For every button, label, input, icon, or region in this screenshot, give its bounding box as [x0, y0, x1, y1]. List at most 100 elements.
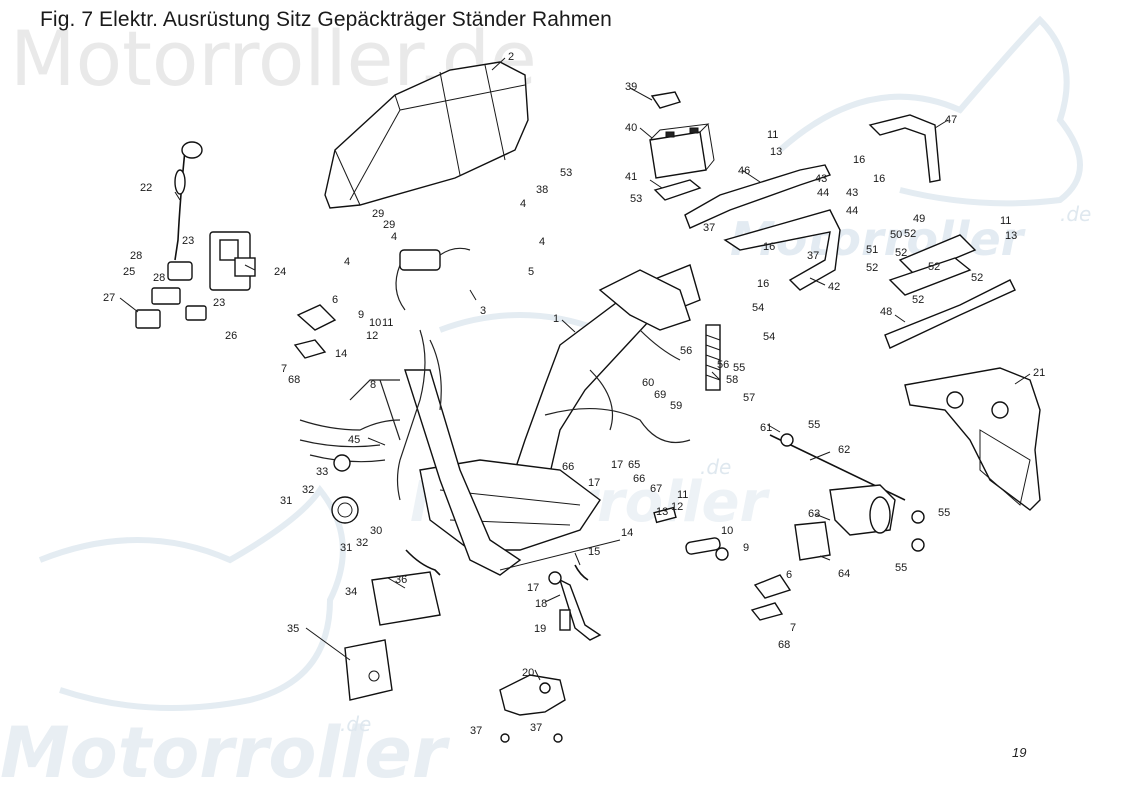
- callout-62: 62: [838, 444, 850, 456]
- callout-25: 25: [123, 266, 135, 278]
- callout-12-a: 12: [366, 330, 378, 342]
- callout-52-c: 52: [866, 262, 878, 274]
- callout-43-b: 43: [846, 187, 858, 199]
- callout-10-a: 10: [369, 317, 381, 329]
- callout-24: 24: [274, 266, 286, 278]
- callout-34: 34: [345, 586, 357, 598]
- callout-66-b: 66: [633, 473, 645, 485]
- callout-11-d: 11: [677, 489, 688, 501]
- callout-37-b: 37: [807, 250, 819, 262]
- electrical-cluster-left: [135, 231, 256, 329]
- callout-32-a: 32: [302, 484, 314, 496]
- bracket-part: [499, 674, 566, 743]
- callout-69: 69: [654, 389, 666, 401]
- callout-16-c: 16: [763, 241, 775, 253]
- callout-4-c: 4: [520, 198, 526, 210]
- callout-64: 64: [838, 568, 850, 580]
- callout-56-b: 56: [717, 359, 729, 371]
- callout-33: 33: [316, 466, 328, 478]
- frame-main-part: [404, 264, 701, 576]
- callout-65: 65: [628, 459, 640, 471]
- callout-32-b: 32: [356, 537, 368, 549]
- callout-67: 67: [650, 483, 662, 495]
- horn-part: [331, 454, 359, 524]
- callout-44-b: 44: [846, 205, 858, 217]
- callout-29-a: 29: [372, 208, 384, 220]
- callout-28-b: 28: [153, 272, 165, 284]
- callout-40: 40: [625, 122, 637, 134]
- watermark-bottom: Motorroller: [0, 712, 447, 794]
- callout-14-a: 14: [335, 348, 347, 360]
- callout-17-b: 17: [611, 459, 623, 471]
- callout-6-b: 6: [786, 569, 792, 581]
- callout-4-a: 4: [391, 231, 397, 243]
- callout-42: 42: [828, 281, 840, 293]
- callout-17-a: 17: [527, 582, 539, 594]
- callout-17-c: 17: [588, 477, 600, 489]
- callout-55-a: 55: [733, 362, 745, 374]
- callout-37-a: 37: [703, 222, 715, 234]
- callout-55-d: 55: [895, 562, 907, 574]
- callout-49: 49: [913, 213, 925, 225]
- callout-2: 2: [508, 51, 514, 63]
- callout-50: 50: [890, 229, 902, 241]
- callout-58: 58: [726, 374, 738, 386]
- callout-60: 60: [642, 377, 654, 389]
- callout-15: 15: [588, 546, 600, 558]
- callout-52-b: 52: [895, 247, 907, 259]
- callout-12-b: 12: [671, 501, 683, 513]
- callout-19: 19: [534, 623, 546, 635]
- callout-4-b: 4: [344, 256, 350, 268]
- callout-52-e: 52: [971, 272, 983, 284]
- watermark-suffix-right: .de: [1060, 202, 1092, 226]
- callout-14-b: 14: [621, 527, 633, 539]
- callout-23-a: 23: [182, 235, 194, 247]
- callout-57: 57: [743, 392, 755, 404]
- fuse-box-left-part: [293, 304, 337, 359]
- callout-41: 41: [625, 171, 637, 183]
- callout-30: 30: [370, 525, 382, 537]
- callout-31-b: 31: [340, 542, 352, 554]
- wire-36-part: [405, 549, 441, 576]
- callout-52-d: 52: [928, 261, 940, 273]
- callout-8: 8: [370, 379, 376, 391]
- callout-37-d: 37: [530, 722, 542, 734]
- callout-66-a: 66: [562, 461, 574, 473]
- rear-fender-part: [904, 367, 1041, 511]
- callout-22: 22: [140, 182, 152, 194]
- coil-part: [395, 247, 471, 311]
- callout-53-a: 53: [560, 167, 572, 179]
- callout-20: 20: [522, 667, 534, 679]
- callout-16-d: 16: [757, 278, 769, 290]
- battery-cover-part: [653, 179, 702, 201]
- callout-47: 47: [945, 114, 957, 126]
- callout-26: 26: [225, 330, 237, 342]
- callout-51: 51: [866, 244, 878, 256]
- callout-54-a: 54: [752, 302, 764, 314]
- figure-title: Fig. 7 Elektr. Ausrüstung Sitz Gepäckträ…: [40, 8, 612, 31]
- callout-labels: 2 1 3 4 4 4 4 5 6 6 7 7 8 9 9 10 10 11 1…: [103, 51, 1045, 737]
- callout-59: 59: [670, 400, 682, 412]
- callout-16-a: 16: [853, 154, 865, 166]
- callout-11-b: 11: [767, 129, 778, 141]
- callout-18: 18: [535, 598, 547, 610]
- callout-23-b: 23: [213, 297, 225, 309]
- callout-39: 39: [625, 81, 637, 93]
- callout-37-c: 37: [470, 725, 482, 737]
- callout-35: 35: [287, 623, 299, 635]
- callout-11-c: 11: [1000, 215, 1011, 227]
- callout-3: 3: [480, 305, 486, 317]
- license-plate-part: [344, 571, 441, 701]
- callout-44-a: 44: [817, 187, 829, 199]
- page-number: 19: [1012, 745, 1027, 760]
- callout-45: 45: [348, 434, 360, 446]
- callout-53-b: 53: [630, 193, 642, 205]
- callout-16-b: 16: [873, 173, 885, 185]
- callout-27: 27: [103, 292, 115, 304]
- callout-7-a: 7: [281, 363, 287, 375]
- callout-13-a: 13: [770, 146, 782, 158]
- callout-13-b: 13: [1005, 230, 1017, 242]
- callout-31-a: 31: [280, 495, 292, 507]
- callout-29-b: 29: [383, 219, 395, 231]
